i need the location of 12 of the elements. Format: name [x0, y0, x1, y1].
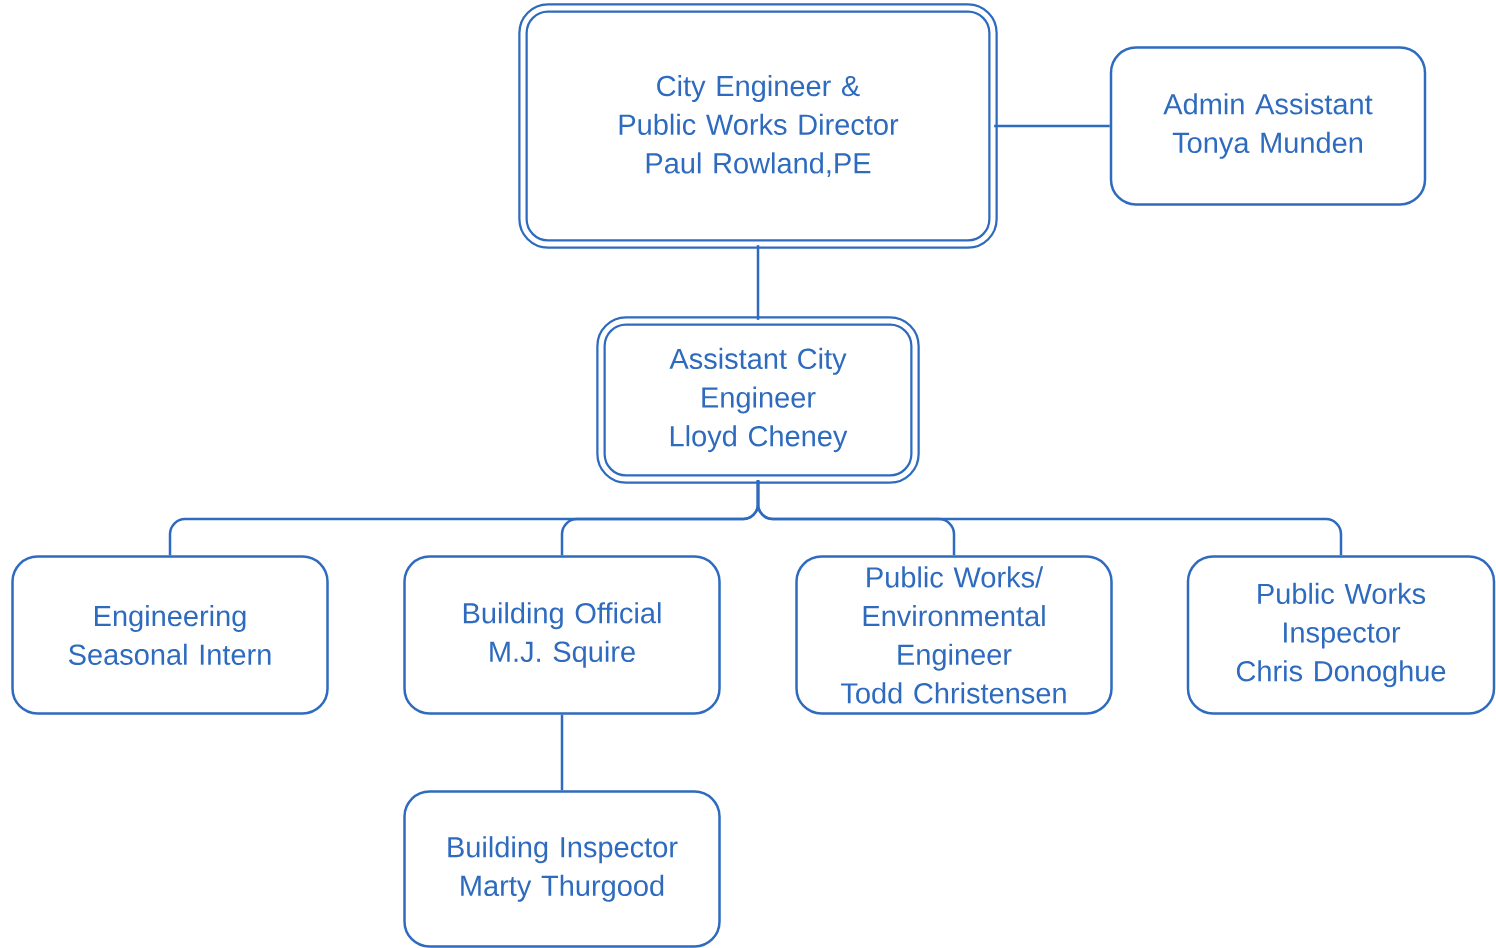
org-box: Public Works Inspector Chris Donoghue [1186, 555, 1496, 715]
org-box: Building Official M.J. Squire [403, 555, 721, 715]
connector-line [560, 714, 564, 791]
org-box: Public Works/ Environmental Engineer Todd Christensen [795, 555, 1113, 715]
org-box: Assistant City Engineer Lloyd Cheney [596, 316, 920, 484]
org-box: City Engineer & Public Works Director Paul Rowland,PE [518, 3, 998, 249]
connector-line [994, 124, 1110, 128]
connector-line [756, 480, 1343, 556]
org-box: Building Inspector Marty Thurgood [403, 790, 721, 948]
org-box: Admin Assistant Tonya Munden [1109, 46, 1427, 206]
connector-line [756, 245, 760, 320]
org-box: Engineering Seasonal Intern [11, 555, 329, 715]
